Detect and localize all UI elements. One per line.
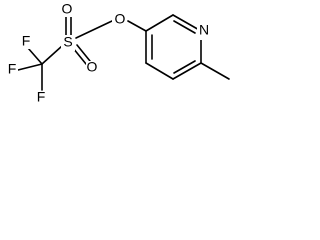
bond-c-f-top [27, 47, 43, 65]
ring-double-1 [173, 20, 196, 34]
bond-c-s [41, 45, 63, 65]
atom-o-ester: O [115, 11, 126, 27]
label-mask-o-ester [112, 12, 126, 28]
ring-double-3 [173, 60, 196, 74]
ring-bond-4 [172, 62, 202, 80]
label-mask-f-left [6, 63, 18, 77]
bond-s-o-ester [75, 20, 113, 39]
bond-o-ring [127, 20, 147, 32]
label-mask-s [61, 35, 75, 51]
atom-s: S [63, 34, 72, 50]
label-mask-o-bottom [86, 61, 99, 75]
molecule-svg: F F F S O O O N [6, 1, 230, 105]
structure-diagram: F F F S O O O N [0, 0, 254, 113]
bond-s-o-bottom-a [72, 47, 87, 65]
label-mask-f-bottom [35, 91, 47, 105]
label-mask-f-top [20, 35, 32, 49]
label-mask-o-top [61, 3, 74, 17]
bond-c-f-left [17, 63, 43, 71]
ring-bond-2 [172, 14, 202, 32]
bond-methyl [200, 62, 230, 80]
atom-f-bottom: F [37, 89, 46, 105]
atom-o-bottom: O [87, 59, 98, 75]
ring-bond-1 [145, 14, 174, 32]
label-mask-n [197, 24, 211, 40]
ring-bond-5 [145, 62, 174, 80]
atom-f-top: F [22, 33, 31, 49]
bond-s-o-bottom-b [76, 44, 91, 62]
atom-o-top: O [62, 1, 73, 17]
atom-n: N [199, 22, 209, 38]
atom-f-left: F [8, 61, 17, 77]
